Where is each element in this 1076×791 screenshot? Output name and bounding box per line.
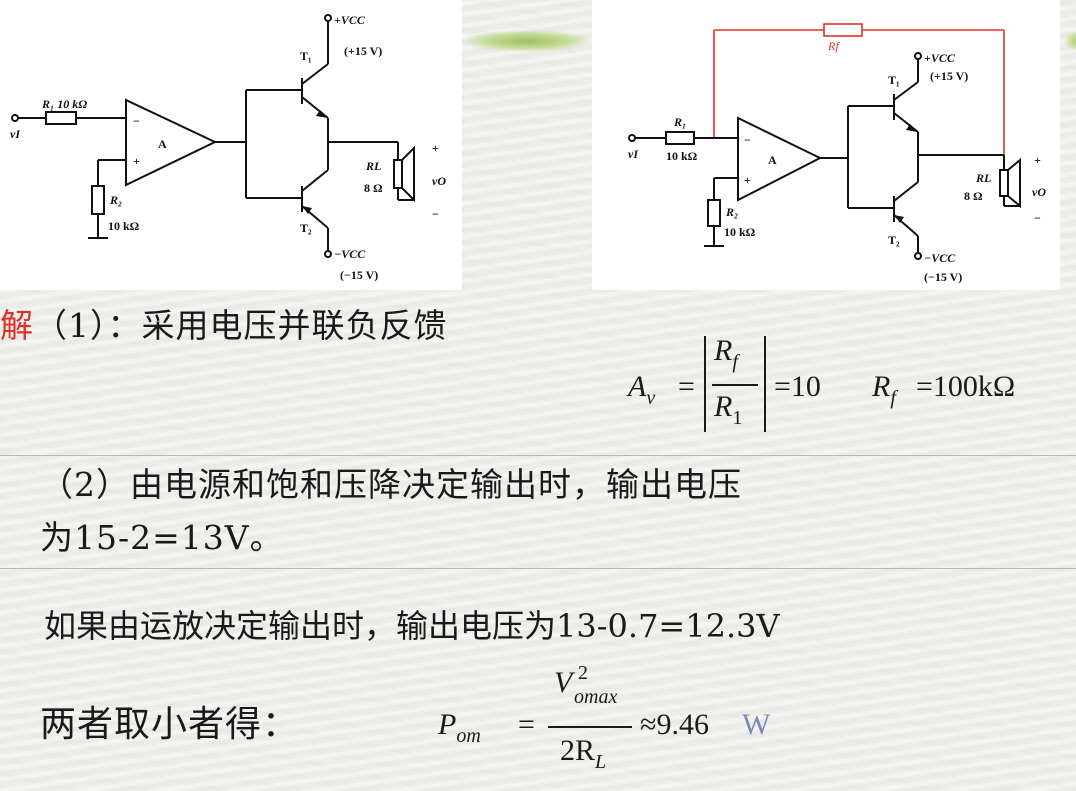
decorative-leaf-right (1064, 30, 1076, 52)
left-t1-label: T₁ (300, 49, 312, 63)
left-vcc-pos-value: (+15 V) (344, 44, 382, 58)
left-rl-value: 8 Ω (364, 181, 383, 195)
abs-bar-left (704, 336, 706, 432)
left-minus-label: − (133, 114, 140, 128)
solution-part1: 解（1）：采用电压并联负反馈 (0, 306, 448, 346)
right-vcc-neg-value: (−15 V) (924, 270, 962, 284)
left-r2-name: R₂ (109, 193, 122, 207)
fraction-bar-2 (548, 726, 632, 728)
left-r2-value: 10 kΩ (108, 219, 140, 233)
right-plus-label: + (744, 173, 751, 187)
right-rl-value: 8 Ω (964, 189, 983, 203)
left-vcc-neg: −VCC (334, 247, 366, 261)
formula1-rf-sub: f (890, 387, 896, 409)
right-t2-label: T₂ (888, 233, 900, 247)
decorative-leaf-left (462, 30, 592, 52)
circuit-diagram-left: R₁ 10 kΩ vI − + A R₂ 10 kΩ T₁ T₂ +VCC (+… (0, 0, 462, 290)
solution-part2-line2: 为15-2=13V。 (40, 518, 284, 557)
formula1-lhs-sub: v (646, 387, 656, 409)
right-vcc-pos-value: (+15 V) (930, 69, 968, 83)
right-vo-label: vO (1032, 185, 1046, 199)
left-out-minus: − (432, 207, 439, 221)
formula1-num-sub: f (732, 351, 738, 373)
formula1-rf: R (872, 370, 891, 403)
left-rl-name: RL (365, 159, 381, 173)
right-r2-name: R₂ (725, 205, 738, 219)
formula1-lhs: A (628, 370, 647, 403)
right-t1-label: T₁ (888, 73, 900, 87)
formula1-den-sub: 1 (732, 407, 743, 429)
formula2-approx: ≈9.46 (640, 708, 709, 741)
formula2-den: 2R (560, 734, 596, 767)
circuit-diagram-right: Rf R₁ 10 kΩ vI − + A R₂ 10 kΩ T₁ T₂ +VCC… (592, 0, 1060, 290)
formula1-gain: =10 (774, 370, 821, 403)
formula2-unit: W (742, 708, 771, 741)
divider-1 (0, 455, 1076, 456)
right-r2-value: 10 kΩ (724, 225, 756, 239)
formula2-num-sub: omax (574, 686, 618, 708)
right-vcc-pos: +VCC (924, 51, 956, 65)
left-t2-label: T₂ (300, 221, 312, 235)
formula1-num: R (714, 334, 733, 367)
formula1-rf-value: =100kΩ (916, 370, 1016, 403)
part1-text: （1）：采用电压并联负反馈 (34, 306, 448, 345)
left-vcc-pos: +VCC (334, 13, 366, 27)
solution-part3: 如果由运放决定输出时，输出电压为13-0.7=12.3V (44, 607, 780, 645)
formula2-num: V (554, 666, 573, 699)
circuit-left-drawing: R₁ 10 kΩ vI − + A R₂ 10 kΩ T₁ T₂ +VCC (+… (10, 13, 446, 282)
right-rf-label: Rf (827, 39, 840, 53)
right-minus-label: − (744, 133, 751, 147)
formula2-num-sup: 2 (578, 662, 588, 684)
left-amp-label: A (158, 137, 167, 151)
left-plus-label: + (133, 154, 140, 168)
left-out-plus: + (432, 141, 439, 155)
formula2-den-sub: L (595, 751, 607, 773)
formula2-lhs: P (438, 708, 457, 741)
left-vo-label: vO (432, 174, 446, 188)
solution-part2-line1: （2）由电源和饱和压降决定输出时，输出电压 (40, 465, 742, 504)
fraction-bar-1 (712, 384, 758, 386)
right-r1-value: 10 kΩ (666, 149, 698, 163)
right-vcc-neg: −VCC (924, 251, 956, 265)
divider-2 (0, 568, 1076, 569)
abs-bar-right (764, 336, 766, 432)
feedback-path (713, 23, 1005, 155)
solution-part4: 两者取小者得： (40, 704, 300, 745)
formula1-den: R (714, 390, 733, 423)
left-vi-label: vI (10, 127, 21, 141)
formula2-lhs-sub: om (456, 725, 481, 747)
left-vcc-neg-value: (−15 V) (340, 268, 378, 282)
left-r1-label: R₁ 10 kΩ (41, 97, 87, 111)
circuit-right-drawing: Rf R₁ 10 kΩ vI − + A R₂ 10 kΩ T₁ T₂ +VCC… (628, 23, 1046, 284)
right-rl-name: RL (975, 171, 991, 185)
right-vi-label: vI (628, 147, 639, 161)
right-out-minus: − (1034, 211, 1041, 225)
right-amp-label: A (768, 153, 777, 167)
right-r1-label: R₁ (673, 115, 686, 129)
solution-label: 解 (0, 306, 34, 345)
right-out-plus: + (1034, 153, 1041, 167)
formula-gain: Av = Rf R1 =10 Rf =100kΩ (628, 332, 1068, 436)
